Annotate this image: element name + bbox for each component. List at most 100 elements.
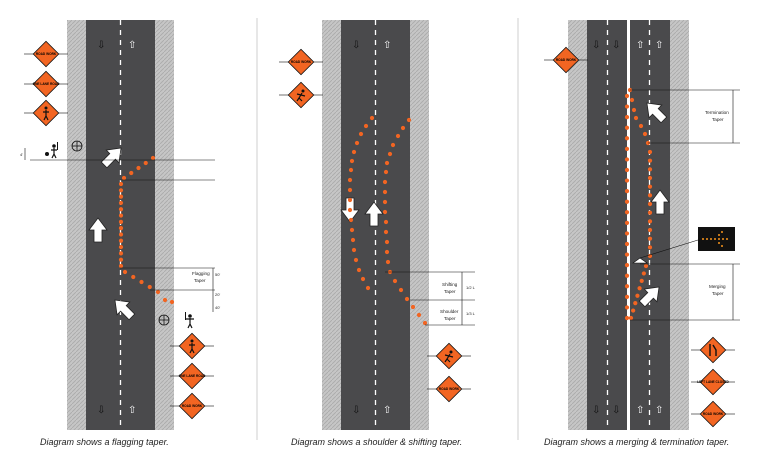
- traffic-cone: [647, 193, 653, 198]
- reference-lines: [630, 89, 740, 321]
- traffic-cone: [387, 151, 393, 157]
- traffic-cone: [136, 165, 141, 171]
- traffic-cone: [647, 149, 653, 155]
- shoulder-right: [670, 20, 689, 430]
- svg-text:⇩: ⇩: [612, 40, 620, 51]
- shifting-taper-label: Shifting: [442, 282, 458, 287]
- flagging-taper-label: Flagging: [192, 271, 210, 276]
- traffic-cone: [118, 188, 124, 193]
- sign-column: ROAD WORK LEFT LANE CLOSED ROAD WORK: [544, 46, 735, 428]
- warning-sign: ONE LANE ROAD: [170, 362, 214, 390]
- traffic-cone: [624, 305, 630, 310]
- traffic-cone: [647, 175, 653, 181]
- svg-text:⇧: ⇧: [383, 40, 391, 51]
- traffic-cone: [624, 199, 630, 204]
- sign-text: LEFT LANE CLOSED: [697, 380, 729, 384]
- merging-taper-label: Merging: [709, 284, 726, 289]
- traffic-cone: [382, 209, 388, 215]
- arrow-board: [698, 227, 735, 251]
- traffic-cone: [383, 219, 389, 225]
- sign-text: ROAD WORK: [439, 387, 460, 391]
- svg-text:⇩: ⇩: [592, 40, 600, 51]
- reference-lines: [385, 271, 475, 326]
- traffic-cone: [358, 131, 364, 137]
- warning-sign: ROAD WORK: [691, 400, 735, 428]
- traffic-cone: [354, 140, 360, 146]
- traffic-cone: [118, 238, 124, 243]
- warning-sign: ROAD WORK: [279, 48, 323, 76]
- flagger-icon: [45, 142, 58, 159]
- termination-taper-label: Taper: [712, 117, 724, 122]
- traffic-cone: [383, 169, 389, 175]
- svg-text:⇩: ⇩: [592, 405, 600, 416]
- panel-flagging-taper: ⇩ ⇧ ⇩ ⇧ 4' 50' 20' 40' Flagging: [20, 20, 220, 430]
- traffic-cone: [118, 226, 124, 231]
- cone-taper: [624, 87, 653, 321]
- flagger-icon: [185, 312, 194, 329]
- flagger-station-icon: [158, 314, 170, 326]
- traffic-cone: [147, 284, 152, 290]
- traffic-cone: [350, 237, 356, 243]
- traffic-cone: [121, 175, 127, 181]
- svg-text:⇩: ⇩: [352, 40, 360, 51]
- traffic-cone: [641, 271, 646, 276]
- shoulder-right: [155, 20, 174, 430]
- traffic-cone: [633, 301, 638, 306]
- traffic-cone: [129, 170, 134, 176]
- traffic-cone: [390, 142, 396, 148]
- flagger-station-icon: [71, 140, 83, 152]
- traffic-cone: [624, 252, 630, 257]
- cone-taper: [118, 155, 175, 305]
- traffic-cone: [635, 293, 640, 298]
- traffic-cone: [356, 267, 362, 273]
- cone-taper: [347, 115, 428, 326]
- flagger-symbol: [190, 339, 194, 343]
- traffic-cone: [624, 231, 630, 236]
- termination-taper-label: Termination: [705, 110, 729, 115]
- traffic-cone: [139, 279, 144, 285]
- traffic-cone: [624, 210, 630, 215]
- traffic-cone: [628, 315, 634, 321]
- svg-text:⇩: ⇩: [352, 405, 360, 416]
- traffic-cone: [647, 219, 653, 224]
- reference-lines: [24, 148, 215, 312]
- svg-text:⇧: ⇧: [383, 405, 391, 416]
- traffic-cone: [347, 207, 353, 213]
- shifting-taper-label: Taper: [444, 289, 456, 294]
- traffic-cone: [118, 244, 124, 250]
- traffic-cone: [384, 160, 390, 166]
- svg-text:⇧: ⇧: [128, 405, 136, 416]
- traffic-cone: [349, 158, 355, 164]
- traffic-cone: [624, 136, 630, 141]
- traffic-cone: [639, 278, 644, 283]
- traffic-cone: [624, 189, 630, 194]
- traffic-cone: [624, 125, 630, 130]
- traffic-cone: [131, 274, 136, 280]
- svg-text:⇧: ⇧: [636, 405, 644, 416]
- traffic-cone: [637, 286, 642, 291]
- dim-label: 1/2 L: [466, 285, 476, 290]
- traffic-cone: [422, 320, 428, 326]
- traffic-cone: [384, 249, 390, 255]
- traffic-cone: [647, 201, 653, 207]
- svg-text:⇧: ⇧: [655, 405, 663, 416]
- merging-taper-label: Taper: [712, 291, 724, 296]
- warning-sign: ROAD WORK: [544, 46, 588, 74]
- shoulder-taper-label: Taper: [444, 316, 456, 321]
- traffic-cone: [150, 155, 156, 161]
- traffic-cone: [624, 263, 630, 268]
- traffic-cone: [647, 236, 653, 241]
- dim-label: 50': [215, 272, 220, 277]
- svg-text:⇧: ⇧: [636, 40, 644, 51]
- warning-sign: [427, 342, 471, 370]
- shoulder-left: [322, 20, 341, 430]
- traffic-cone: [624, 104, 630, 109]
- traffic-cone: [404, 296, 410, 302]
- traffic-cone: [395, 133, 401, 139]
- traffic-cone: [365, 285, 371, 291]
- warning-sign: [279, 81, 323, 109]
- traffic-cone: [638, 123, 644, 129]
- traffic-cone: [624, 315, 630, 321]
- traffic-cone: [647, 184, 653, 189]
